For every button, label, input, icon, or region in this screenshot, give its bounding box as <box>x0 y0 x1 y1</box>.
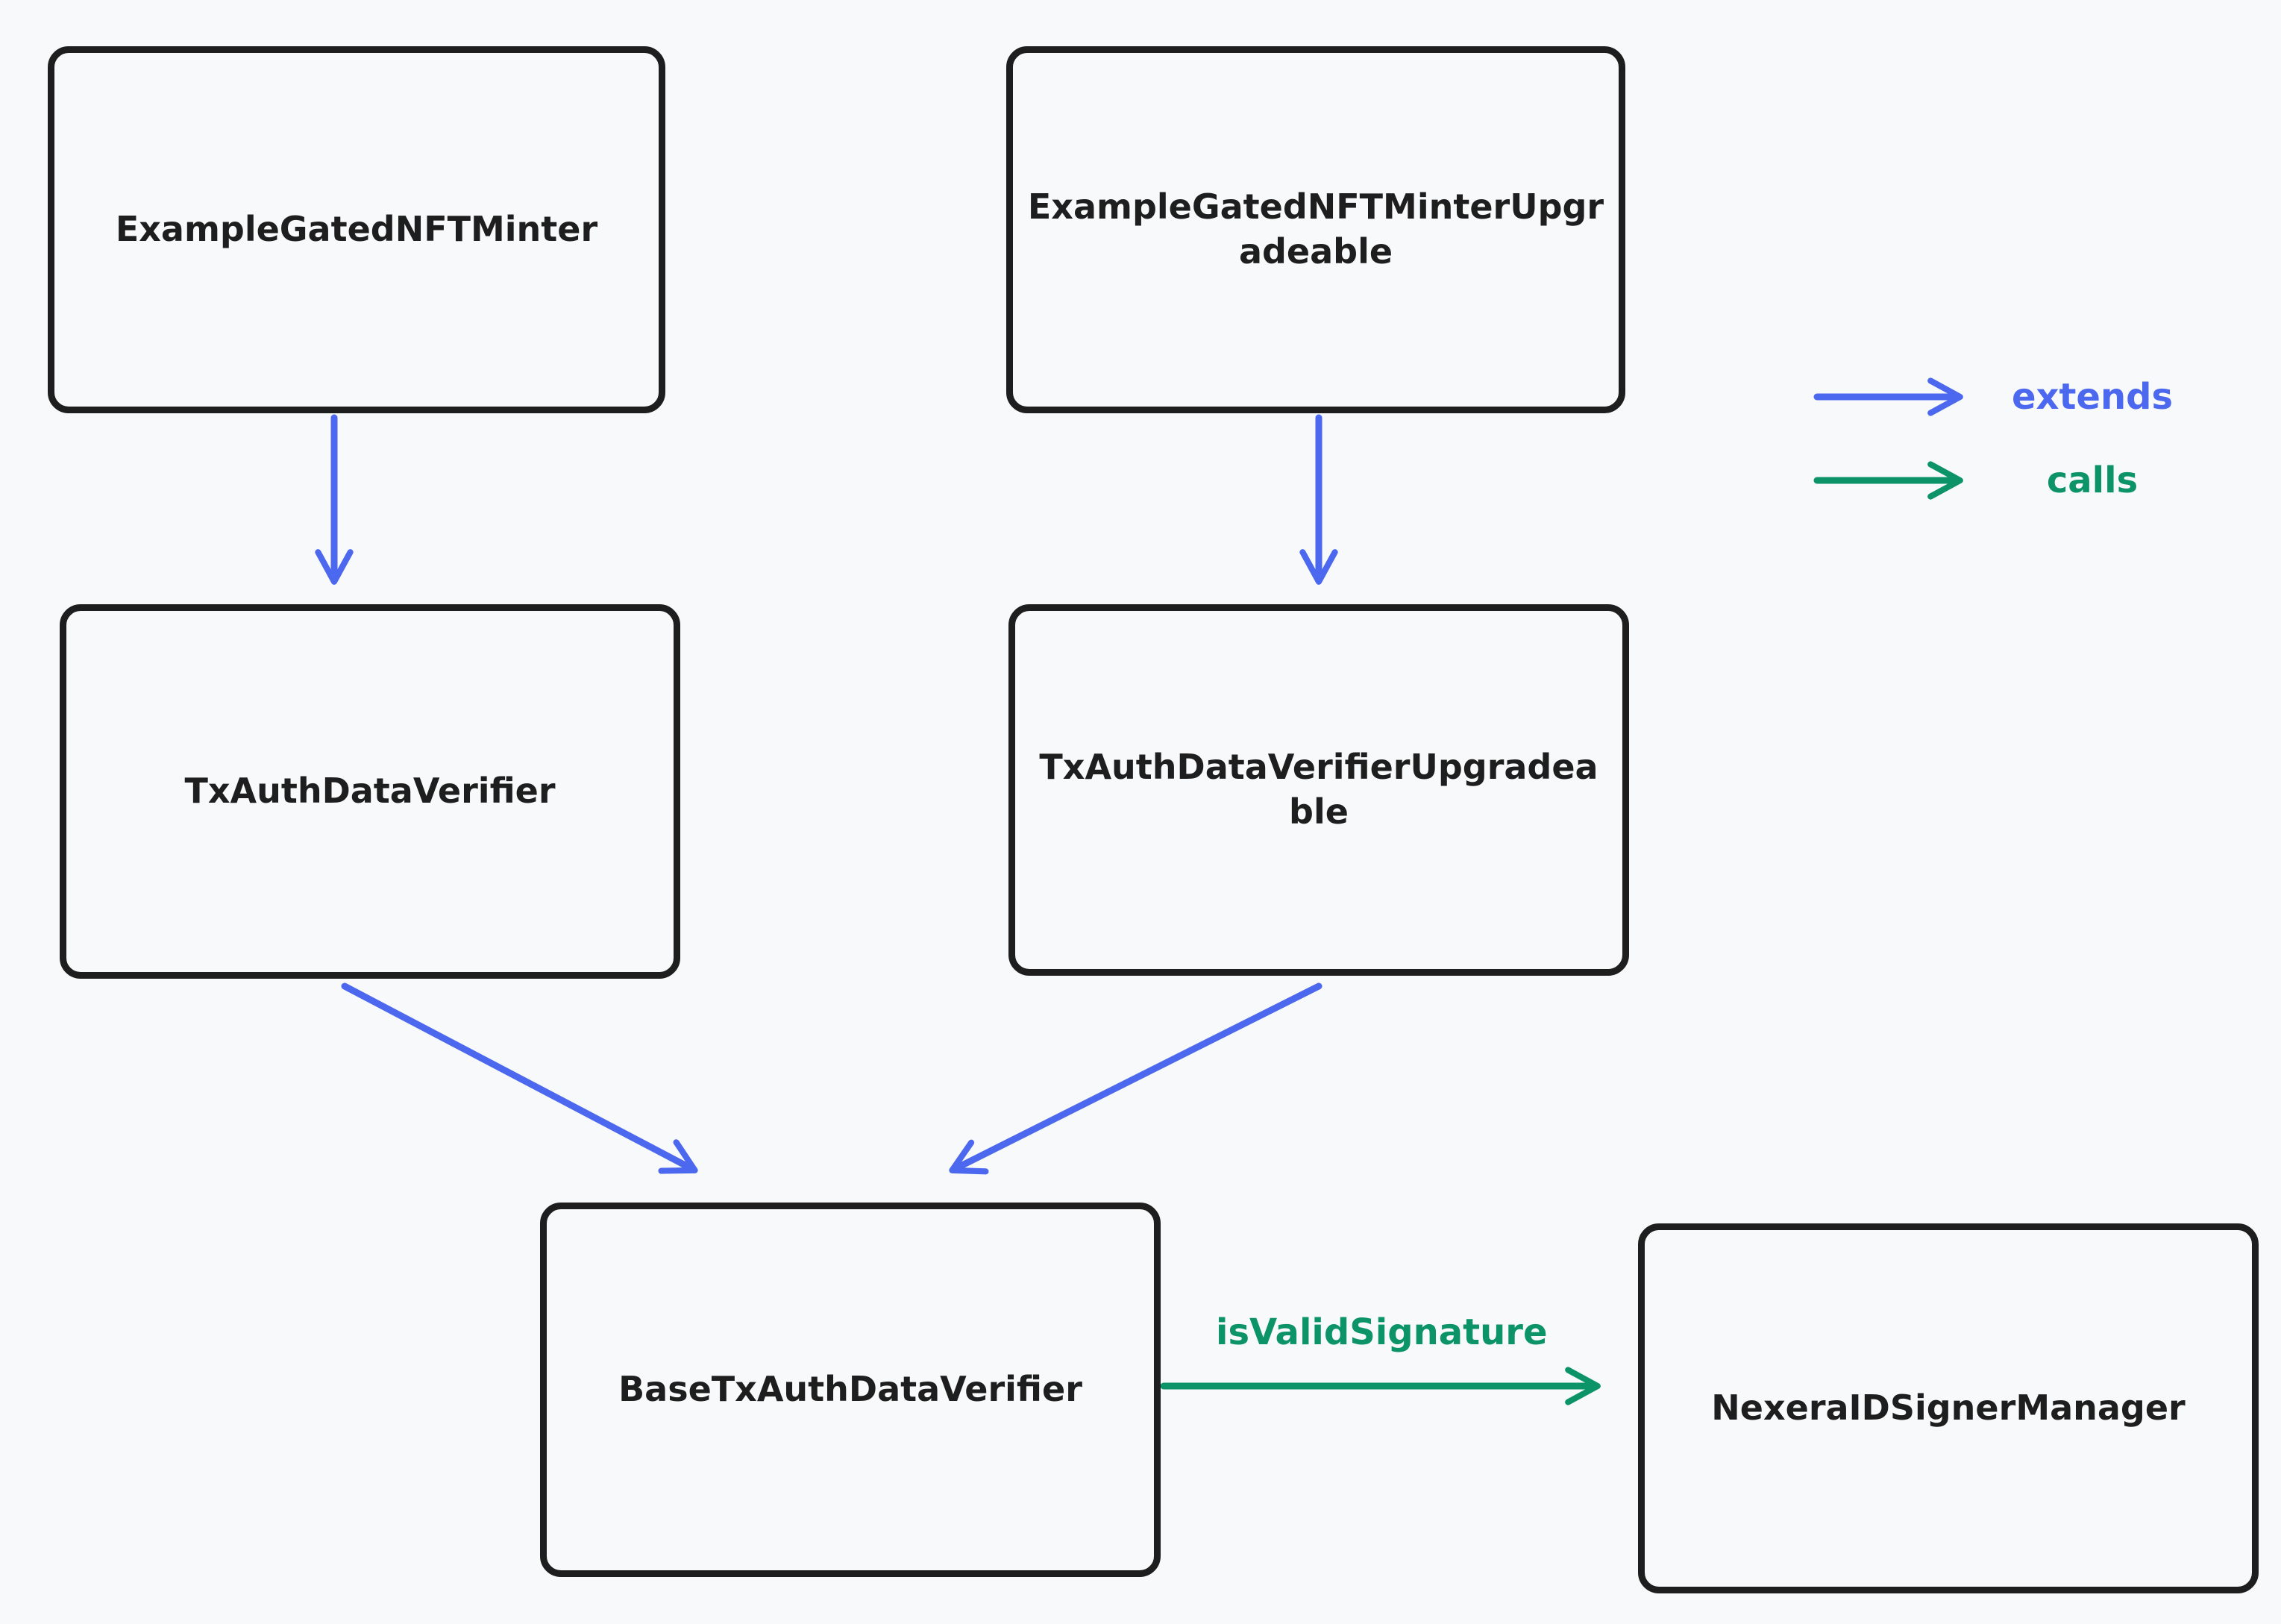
legend-label-extends: extends <box>2011 376 2174 418</box>
node-example-gated-nft-minter: ExampleGatedNFTMinter <box>48 46 665 413</box>
node-label: ExampleGatedNFTMinterUpgradeable <box>1027 186 1604 272</box>
node-label: TxAuthDataVerifierUpgradeable <box>1039 747 1598 832</box>
edge-label-is-valid-signature: isValidSignature <box>1216 1311 1548 1353</box>
node-label: BaseTxAuthDataVerifier <box>618 1369 1082 1410</box>
calls-arrow-icon <box>1813 461 1963 500</box>
legend: extends calls <box>1813 377 2230 500</box>
legend-row-calls: calls <box>1813 461 2230 500</box>
node-example-gated-nft-minter-upgradeable: ExampleGatedNFTMinterUpgradeable <box>1006 46 1625 413</box>
legend-label-calls: calls <box>2046 460 2139 501</box>
node-tx-auth-data-verifier-upgradeable: TxAuthDataVerifierUpgradeable <box>1008 604 1629 976</box>
node-nexera-id-signer-manager: NexeraIDSignerManager <box>1638 1223 2259 1593</box>
edge-extends-verifier-upgradeable-to-base <box>949 982 1323 1175</box>
extends-arrow-icon <box>1813 377 1963 416</box>
node-tx-auth-data-verifier: TxAuthDataVerifier <box>60 604 680 979</box>
node-label: NexeraIDSignerManager <box>1711 1388 2186 1429</box>
node-label: ExampleGatedNFTMinter <box>115 209 598 250</box>
edge-extends-verifier-to-base <box>341 982 698 1174</box>
node-base-tx-auth-data-verifier: BaseTxAuthDataVerifier <box>540 1203 1161 1577</box>
node-label: TxAuthDataVerifier <box>184 771 556 812</box>
legend-row-extends: extends <box>1813 377 2230 416</box>
